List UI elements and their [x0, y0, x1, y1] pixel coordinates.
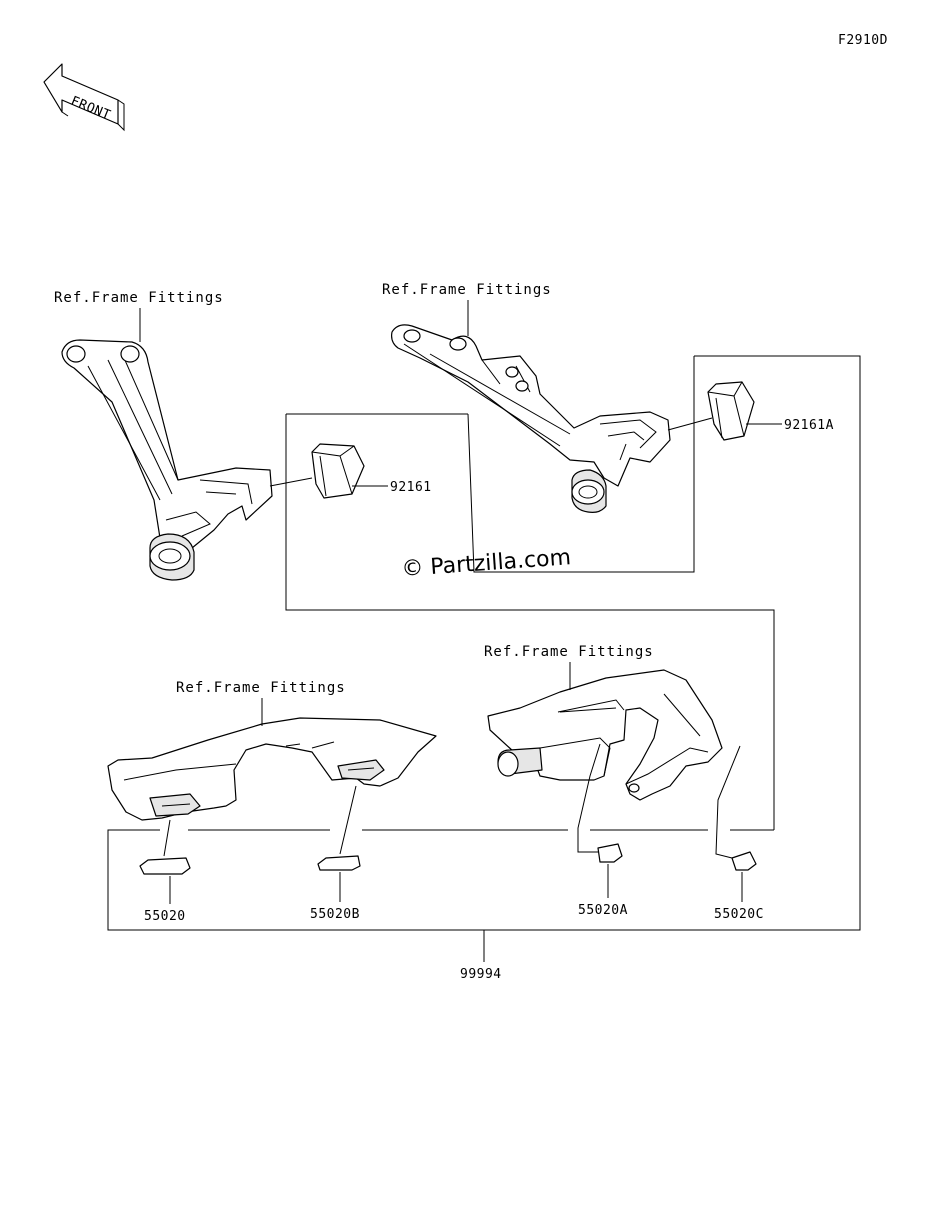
- ref-label-bottom-right: Ref.Frame Fittings: [484, 644, 654, 660]
- part-code-92161: 92161: [390, 480, 432, 495]
- figure-id: F2910D: [838, 33, 888, 48]
- part-code-55020b: 55020B: [310, 907, 360, 922]
- left-footpeg-bracket: [61, 339, 273, 581]
- ref-label-top-right: Ref.Frame Fittings: [382, 282, 552, 298]
- watermark: © Partzilla.com: [401, 545, 572, 582]
- part-55020c-label: [731, 851, 757, 871]
- part-92161-block: [311, 443, 365, 499]
- right-footpeg-bracket: [391, 324, 671, 513]
- kit-bracket-lines: [107, 355, 861, 962]
- right-heel-guard: [487, 669, 723, 801]
- part-code-55020c: 55020C: [714, 907, 764, 922]
- front-arrow-icon: FRONT: [43, 63, 125, 132]
- part-code-99994: 99994: [460, 967, 502, 982]
- part-code-55020a: 55020A: [578, 903, 628, 918]
- part-55020-label: [139, 857, 191, 875]
- part-code-92161a: 92161A: [784, 418, 834, 433]
- part-code-55020: 55020: [144, 909, 186, 924]
- part-55020b-label: [317, 855, 361, 871]
- part-55020a-label: [597, 843, 623, 863]
- left-heel-guard: [107, 717, 437, 821]
- part-92161a-block: [707, 381, 755, 441]
- ref-label-top-left: Ref.Frame Fittings: [54, 290, 224, 306]
- ref-label-bottom-left: Ref.Frame Fittings: [176, 680, 346, 696]
